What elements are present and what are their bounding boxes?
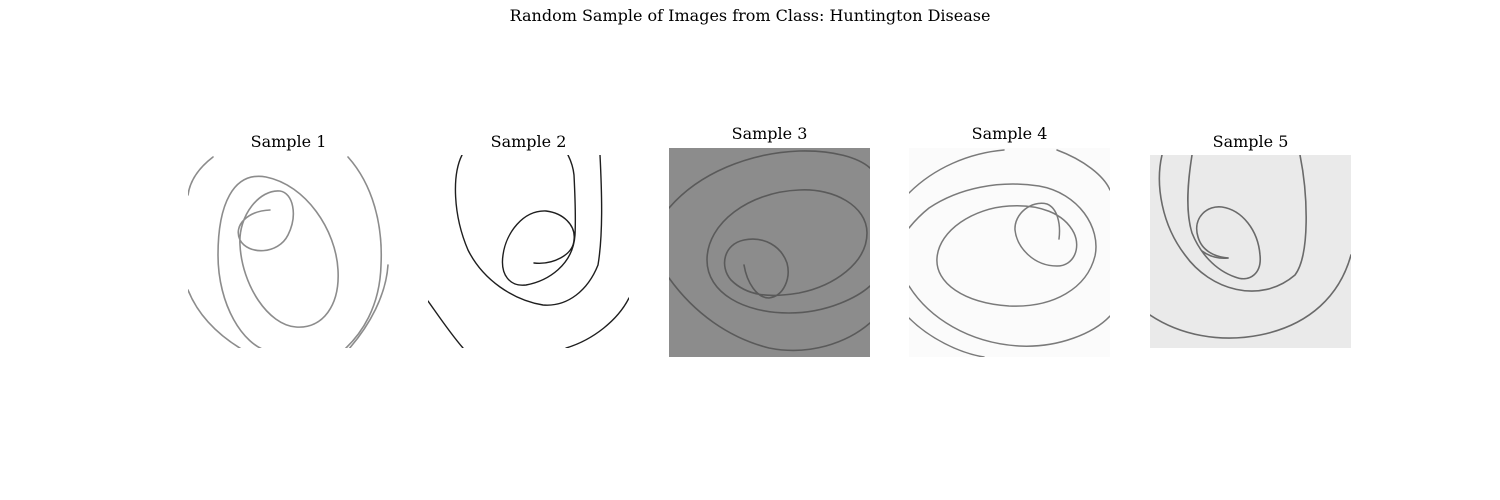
sample-panel-1: Sample 1 (188, 132, 389, 352)
spiral-stroke (565, 297, 629, 348)
sample-panel-2: Sample 2 (428, 132, 629, 352)
image-background-1 (188, 155, 389, 348)
spiral-stroke (909, 183, 1097, 307)
spiral-strokes-4 (909, 149, 1110, 357)
spiral-image-4 (909, 148, 1110, 357)
spiral-stroke (669, 150, 870, 209)
spiral-stroke (706, 189, 870, 314)
image-background-5 (1150, 155, 1351, 348)
image-background-3 (669, 148, 870, 357)
spiral-image-1 (188, 155, 389, 348)
spiral-stroke (1158, 155, 1307, 292)
image-background-2 (428, 155, 629, 348)
sample-title-3: Sample 3 (731, 124, 808, 143)
spiral-stroke (1056, 149, 1110, 191)
spiral-stroke (428, 300, 464, 348)
spiral-stroke (909, 149, 1005, 194)
spiral-image-3 (669, 148, 870, 357)
spiral-stroke (1150, 254, 1351, 339)
sample-title-5: Sample 5 (1212, 132, 1289, 151)
spiral-stroke (909, 317, 985, 357)
spiral-image-5 (1150, 155, 1351, 348)
spiral-stroke (1187, 155, 1261, 280)
spiral-stroke (454, 155, 603, 306)
sample-panel-4: Sample 4 (909, 124, 1110, 360)
spiral-stroke (501, 155, 577, 286)
sample-panel-3: Sample 3 (669, 124, 870, 360)
spiral-stroke (188, 289, 242, 348)
sample-panel-5: Sample 5 (1150, 132, 1351, 352)
spiral-strokes-3 (669, 150, 870, 352)
spiral-strokes-5 (1150, 155, 1351, 339)
spiral-stroke (344, 156, 383, 348)
image-background-4 (909, 148, 1110, 357)
sample-title-4: Sample 4 (971, 124, 1048, 143)
spiral-strokes-1 (188, 156, 389, 348)
spiral-stroke (909, 285, 1110, 347)
sample-title-2: Sample 2 (490, 132, 567, 151)
figure-title: Random Sample of Images from Class: Hunt… (509, 6, 991, 25)
spiral-stroke (348, 264, 389, 348)
spiral-stroke (669, 277, 870, 352)
spiral-stroke (188, 156, 214, 196)
spiral-image-2 (428, 155, 629, 348)
spiral-strokes-2 (428, 155, 629, 348)
spiral-stroke (1201, 250, 1229, 260)
sample-title-1: Sample 1 (250, 132, 327, 151)
spiral-stroke (217, 175, 339, 348)
